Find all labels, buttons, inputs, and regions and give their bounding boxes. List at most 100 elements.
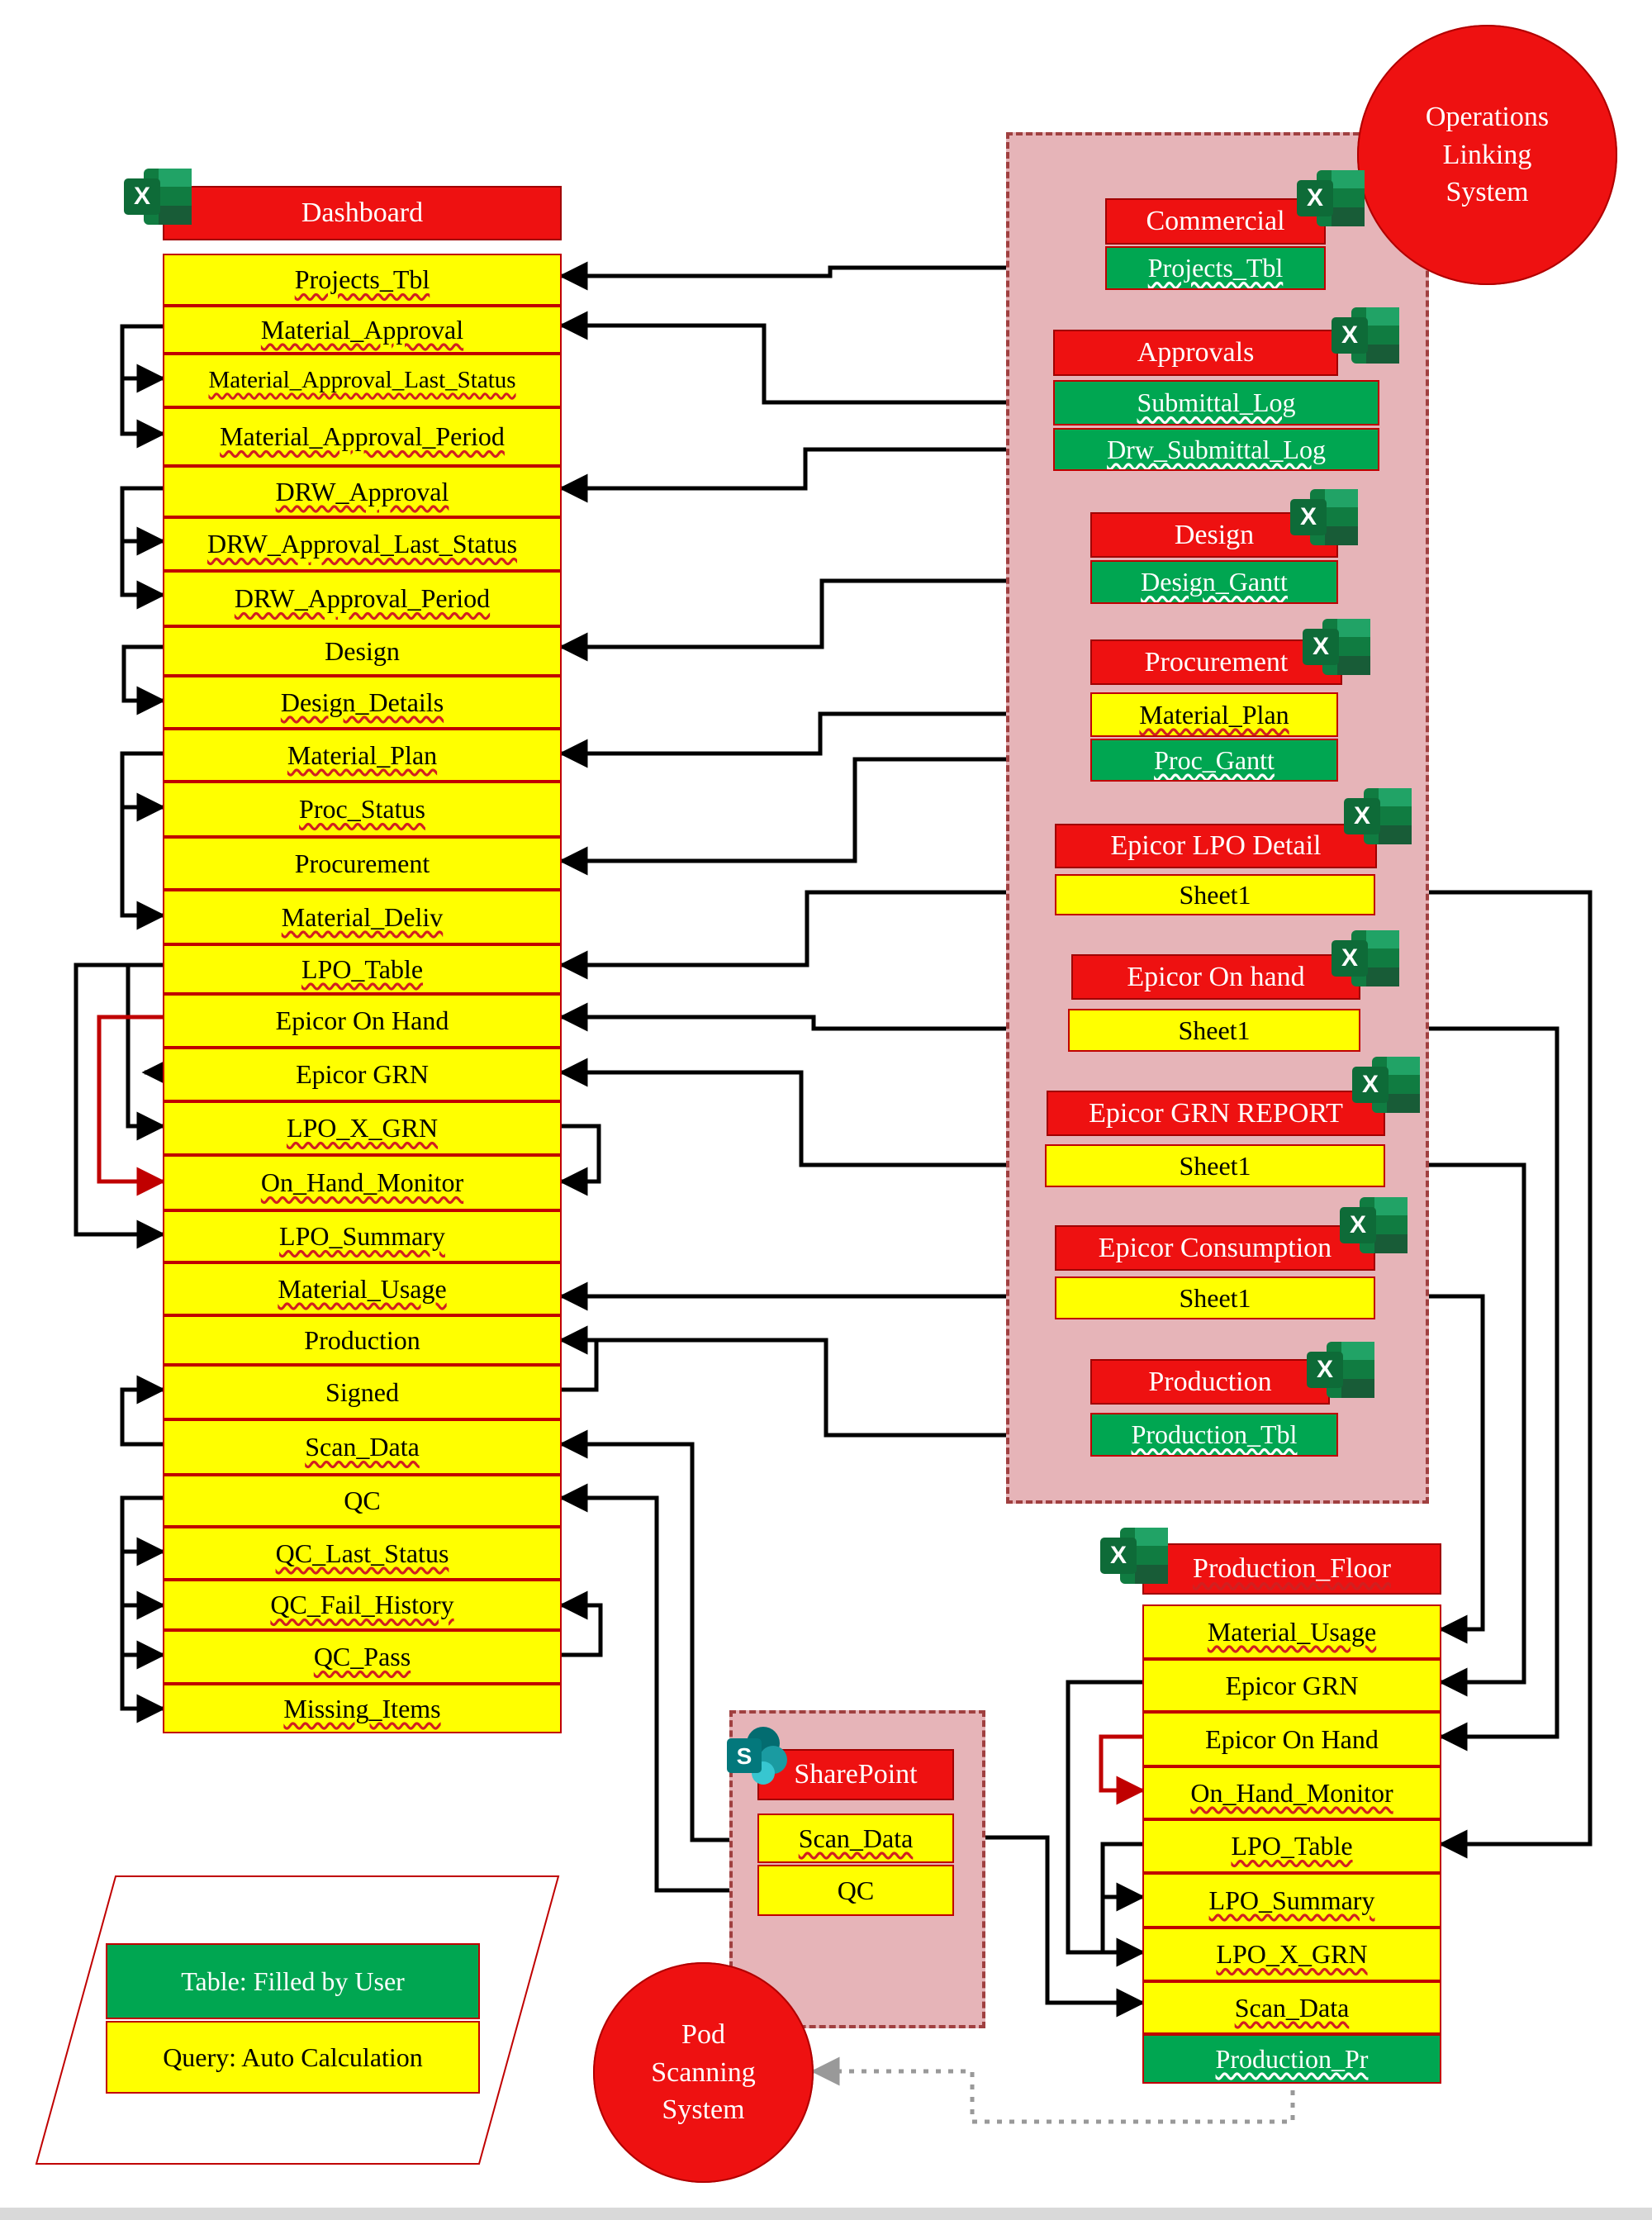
svg-text:S: S — [737, 1743, 752, 1769]
dashboard-item-epicor-on-hand[interactable]: Epicor On Hand — [163, 994, 562, 1048]
pf-lpo-x — [1100, 1897, 1146, 1967]
production-floor-title: Production_Floor — [1193, 1553, 1391, 1584]
procurement-header: Procurement — [1090, 639, 1342, 685]
sharepoint-qc[interactable]: QC — [757, 1865, 954, 1916]
link-proc-gantt — [558, 757, 1090, 876]
link-sharepoint-to-floor — [954, 1835, 1146, 2018]
dashboard-item-qc[interactable]: QC — [163, 1475, 562, 1527]
dashboard-item-drw-approval[interactable]: DRW_Approval — [163, 466, 562, 517]
procurement-material-plan[interactable]: Material_Plan — [1090, 692, 1338, 737]
on-hand-sheet[interactable]: Sheet1 — [1068, 1009, 1360, 1052]
int-signed-scan — [558, 1325, 599, 1392]
svg-text:X: X — [1300, 503, 1317, 530]
floor-item-lpo-table[interactable]: LPO_Table — [1142, 1819, 1441, 1873]
int-lpo-summary — [74, 963, 166, 1249]
link-projects — [558, 261, 1105, 291]
dashboard-item-lpo-x-grn[interactable]: LPO_X_GRN — [163, 1101, 562, 1155]
grn-report-header: Epicor GRN REPORT — [1047, 1091, 1385, 1136]
dashboard-item-material-usage[interactable]: Material_Usage — [163, 1262, 562, 1315]
int-qc-laststatus — [120, 1495, 166, 1566]
legend-table: Table: Filled by User — [106, 1943, 480, 2019]
dashboard-item-qc-last-status[interactable]: QC_Last_Status — [163, 1527, 562, 1580]
floor-item-scan-data[interactable]: Scan_Data — [1142, 1981, 1441, 2034]
approvals-submittal-log[interactable]: Submittal_Log — [1053, 380, 1379, 425]
dashboard-item-qc-pass[interactable]: QC_Pass — [163, 1630, 562, 1684]
dashboard-item-material-approval-period[interactable]: Material_Approval_Period — [163, 407, 562, 466]
int-qc-fail — [120, 1552, 166, 1620]
approvals-header: Approvals — [1053, 330, 1338, 376]
svg-text:X: X — [1354, 802, 1370, 830]
on-hand-header: Epicor On hand — [1071, 954, 1360, 1000]
link-sharepoint-qc — [558, 1483, 757, 1893]
legend-query: Query: Auto Calculation — [106, 2021, 480, 2094]
dashboard-item-lpo-summary[interactable]: LPO_Summary — [163, 1210, 562, 1262]
svg-text:X: X — [134, 183, 150, 210]
floor-item-on-hand-monitor[interactable]: On_Hand_Monitor — [1142, 1766, 1441, 1819]
lpo-detail-header: Epicor LPO Detail — [1055, 824, 1377, 868]
link-sharepoint-scan — [558, 1429, 757, 1842]
floor-item-epicor-on-hand[interactable]: Epicor On Hand — [1142, 1712, 1441, 1766]
consumption-sheet[interactable]: Sheet1 — [1055, 1276, 1375, 1319]
floor-item-lpo-x-grn[interactable]: LPO_X_GRN — [1142, 1928, 1441, 1981]
svg-text:X: X — [1110, 1542, 1127, 1569]
pod-scanning-system: Pod Scanning System — [593, 1962, 814, 2183]
dashboard-item-epicor-grn[interactable]: Epicor GRN — [163, 1048, 562, 1101]
dashboard-item-procurement[interactable]: Procurement — [163, 837, 562, 890]
production-floor-header: Production_Floor — [1142, 1543, 1441, 1595]
dashboard-item-missing-items[interactable]: Missing_Items — [163, 1684, 562, 1733]
commercial-projects-table[interactable]: Projects_Tbl — [1105, 246, 1326, 290]
dashboard-item-lpo-table[interactable]: LPO_Table — [163, 944, 562, 994]
svg-text:X: X — [1362, 1071, 1379, 1098]
procurement-proc-gantt[interactable]: Proc_Gantt — [1090, 739, 1338, 782]
production-table[interactable]: Production_Tbl — [1090, 1413, 1338, 1457]
svg-text:X: X — [1350, 1211, 1366, 1238]
link-floor-to-pod — [810, 2056, 1295, 2124]
link-production-tbl — [558, 1325, 1090, 1438]
dashboard-item-scan-data[interactable]: Scan_Data — [163, 1419, 562, 1475]
dashboard-item-material-plan[interactable]: Material_Plan — [163, 729, 562, 782]
lpo-detail-title: Epicor LPO Detail — [1110, 830, 1322, 861]
dashboard-item-material-approval-last-status[interactable]: Material_Approval_Last_Status — [163, 354, 562, 407]
floor-item-lpo-summary[interactable]: LPO_Summary — [1142, 1873, 1441, 1928]
floor-item-material-usage[interactable]: Material_Usage — [1142, 1604, 1441, 1659]
sharepoint-scan-data[interactable]: Scan_Data — [757, 1814, 954, 1863]
design-gantt-table[interactable]: Design_Gantt — [1090, 560, 1338, 604]
consumption-header: Epicor Consumption — [1055, 1225, 1375, 1271]
link-consumption-to-floor — [1375, 1294, 1485, 1644]
pf-onhand-monitor — [1099, 1734, 1146, 1805]
approvals-drw-submittal-log[interactable]: Drw_Submittal_Log — [1053, 428, 1379, 471]
floor-item-production-pr[interactable]: Production_Pr — [1142, 2034, 1441, 2084]
svg-text:X: X — [1313, 633, 1329, 660]
lpo-detail-sheet[interactable]: Sheet1 — [1055, 874, 1375, 915]
commercial-title: Commercial — [1146, 206, 1285, 236]
floor-item-epicor-grn[interactable]: Epicor GRN — [1142, 1659, 1441, 1712]
grn-report-sheet[interactable]: Sheet1 — [1045, 1144, 1385, 1187]
dashboard-item-material-approval[interactable]: Material_Approval — [163, 306, 562, 354]
dashboard-item-on-hand-monitor[interactable]: On_Hand_Monitor — [163, 1155, 562, 1210]
consumption-title: Epicor Consumption — [1098, 1232, 1332, 1263]
excel-icon: X — [1297, 170, 1365, 226]
dashboard-item-production[interactable]: Production — [163, 1315, 562, 1365]
bottom-border — [0, 2208, 1652, 2220]
dashboard-item-design-details[interactable]: Design_Details — [163, 676, 562, 729]
pf-lpo-summary — [1100, 1842, 1146, 1912]
link-drw-submittal-log — [558, 447, 1053, 503]
dashboard-item-drw-approval-period[interactable]: DRW_Approval_Period — [163, 571, 562, 626]
dashboard-item-drw-approval-last-status[interactable]: DRW_Approval_Last_Status — [163, 517, 562, 571]
dashboard-item-design[interactable]: Design — [163, 626, 562, 676]
dashboard-item-qc-fail-history[interactable]: QC_Fail_History — [163, 1580, 562, 1630]
svg-text:X: X — [1317, 1356, 1333, 1383]
sharepoint-header: SharePoint — [757, 1749, 954, 1800]
procurement-title: Procurement — [1144, 646, 1289, 677]
dashboard-item-projects-tbl[interactable]: Projects_Tbl — [163, 254, 562, 306]
dashboard-item-signed[interactable]: Signed — [163, 1365, 562, 1419]
excel-icon: X — [124, 169, 192, 225]
int-qcpass-fail — [558, 1590, 603, 1657]
int-ma-period — [120, 378, 166, 449]
dashboard-item-material-deliv[interactable]: Material_Deliv — [163, 890, 562, 944]
int-grn-x — [126, 963, 166, 1141]
dashboard-item-proc-status[interactable]: Proc_Status — [163, 782, 562, 837]
int-qc-pass — [120, 1605, 166, 1670]
design-title: Design — [1174, 519, 1255, 550]
